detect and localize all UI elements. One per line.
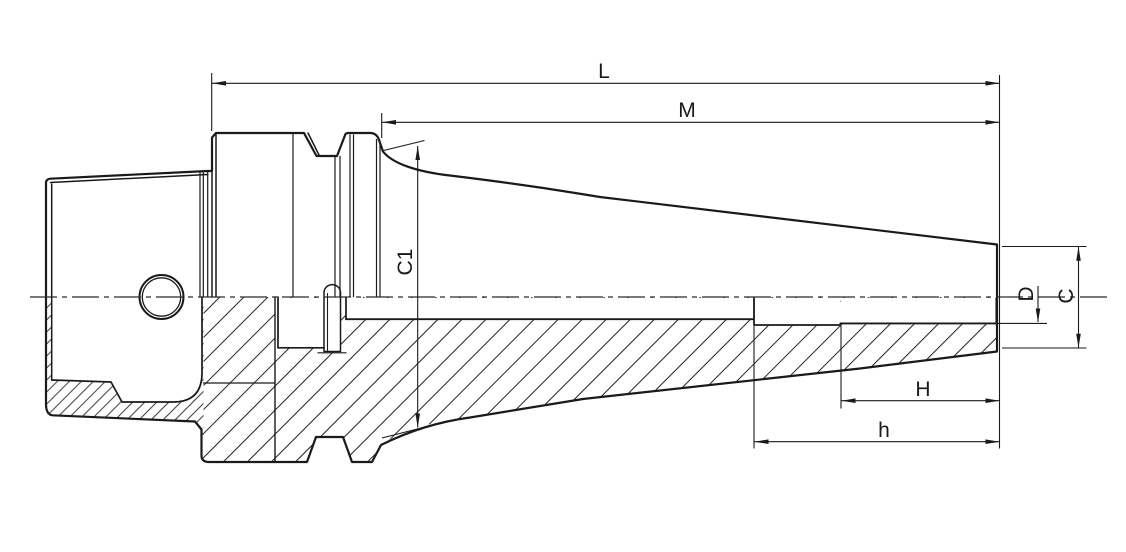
ext-line-c1-bottom-oblique [381,425,428,439]
arrow-H-left [841,398,856,403]
dim-label-L: L [598,60,610,83]
dim-label-H: H [915,378,930,401]
dim-label-D: D [1015,286,1038,301]
thread-slot-cutout [275,298,324,348]
arrow-H-right [985,398,1000,403]
section-hatch-shank-wall [46,297,204,428]
arrow-C1-down [415,413,420,428]
dimension-arrowheads [212,81,1081,444]
part-outline [44,131,999,464]
contour-lines [49,132,321,381]
groove-plug-cutout [324,284,341,352]
arrow-h-right [985,439,1000,444]
internal-section-lines [50,283,997,463]
arrow-M-left [382,120,396,125]
arrow-C1-up [415,146,420,160]
pilot-bore-cutout [346,298,754,319]
shank-taper-chamfer-line [49,173,209,184]
arrow-M-right [985,120,1000,125]
arrow-D-down [1035,308,1041,323]
bore-cutouts [275,284,996,352]
section-hatch-body [201,297,997,462]
arrow-C-up [1076,246,1081,261]
dim-label-C1: C1 [394,249,417,276]
flange-vertical-edges [199,133,381,297]
relief-groove-cutout [754,298,841,325]
arrow-L-left [212,81,226,86]
arrow-h-left [754,439,769,444]
silhouette [44,131,999,464]
shank-cavity-outline [50,296,203,403]
arrow-L-right [985,81,1000,86]
groove-chamfer-line-2 [307,132,321,157]
arrow-C-down [1076,333,1081,348]
dim-label-M: M [678,99,696,122]
dim-label-h: h [878,419,890,442]
clamp-bore-cutout [841,298,996,324]
dim-label-C: C [1055,288,1078,303]
dimension-labels: L M C1 D C H h [394,60,1078,442]
dimension-lines [211,73,1087,449]
groove-plug-outline [323,283,342,353]
ext-line-c1-top-oblique [381,139,425,152]
